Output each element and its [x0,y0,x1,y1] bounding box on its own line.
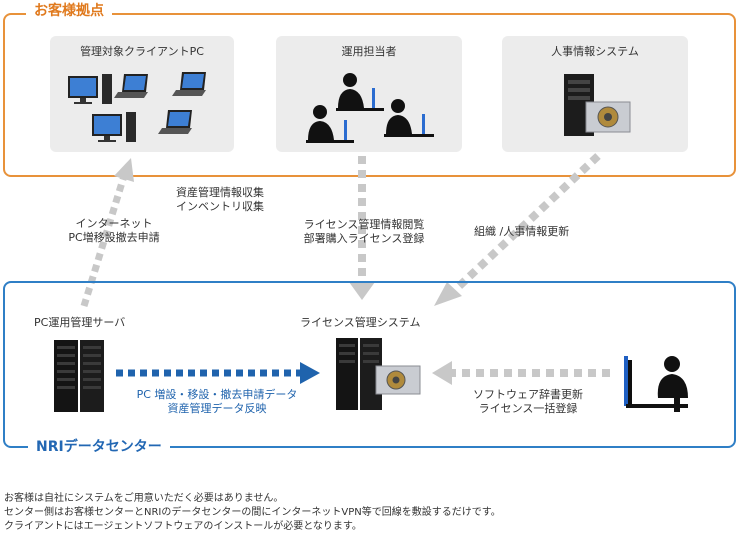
client-pc-panel: 管理対象クライアントPC [50,36,234,152]
pc-server-label: PC運用管理サーバ [34,316,126,329]
operators-label: 運用担当者 [341,45,397,58]
flow-software-dict-line1: ソフトウェア辞書更新 [473,388,583,401]
note-line-1: お客様は自社にシステムをご用意いただく必要はありません。 [4,493,284,504]
hr-system-panel: 人事情報システム [502,36,688,152]
flow-org-update-label: 組織 /人事情報更新 [474,225,570,238]
customer-site-frame [3,13,736,177]
flow-license-view-line2: 部署購入ライセンス登録 [303,232,425,245]
flow-pc-request-reflect-label: PC 増設・移設・撤去申請データ 資産管理データ反映 [112,388,322,416]
license-system-icon [336,338,421,410]
client-pcs-icon [68,72,206,142]
flow-license-view-label: ライセンス管理情報閲覧 部署購入ライセンス登録 [282,218,446,246]
operators-panel: 運用担当者 [276,36,462,152]
license-system-label: ライセンス管理システム [300,316,421,329]
note-line-3: クライアントにはエージェントソフトウェアのインストールが必要となります。 [4,521,362,532]
note-line-2: センター側はお客様センターとNRIのデータセンターの間にインターネットVPN等で… [4,507,501,518]
flow-software-dict-line2: ライセンス一括登録 [478,402,578,415]
flow-internet-request-line2: PC増移設撤去申請 [68,231,160,244]
arrow-license-view [349,156,375,300]
flow-asset-collect-label: 資産管理情報収集 インベントリ収集 [160,186,280,214]
flow-software-dict-label: ソフトウェア辞書更新 ライセンス一括登録 [456,388,600,416]
datacenter-title: NRIデータセンター [28,438,170,456]
arrow-software-dict [432,361,610,385]
pc-server-rack-icon [54,340,104,412]
customer-site-title: お客様拠点 [26,2,112,20]
flow-internet-request-label: インターネット PC増移設撤去申請 [52,217,176,245]
dc-operator-icon [624,356,688,412]
flow-pc-request-reflect-line1: PC 増設・移設・撤去申請データ [136,388,298,401]
flow-license-view-line1: ライセンス管理情報閲覧 [303,218,425,231]
arrow-pc-request-reflect [116,362,320,384]
client-pc-label: 管理対象クライアントPC [80,45,204,58]
flow-internet-request-line1: インターネット [75,217,153,230]
flow-asset-collect-line1: 資産管理情報収集 [176,186,264,199]
flow-pc-request-reflect-line2: 資産管理データ反映 [167,402,267,415]
datacenter-frame [3,281,736,448]
operators-icon [306,73,434,143]
arrow-internet-request [80,158,134,308]
hr-server-icon [564,74,631,136]
arrow-org-update [434,153,601,306]
notes: お客様は自社にシステムをご用意いただく必要はありません。 センター側はお客様セン… [4,492,736,534]
flow-asset-collect-line2: インベントリ収集 [176,200,264,213]
hr-system-label: 人事情報システム [551,45,639,58]
